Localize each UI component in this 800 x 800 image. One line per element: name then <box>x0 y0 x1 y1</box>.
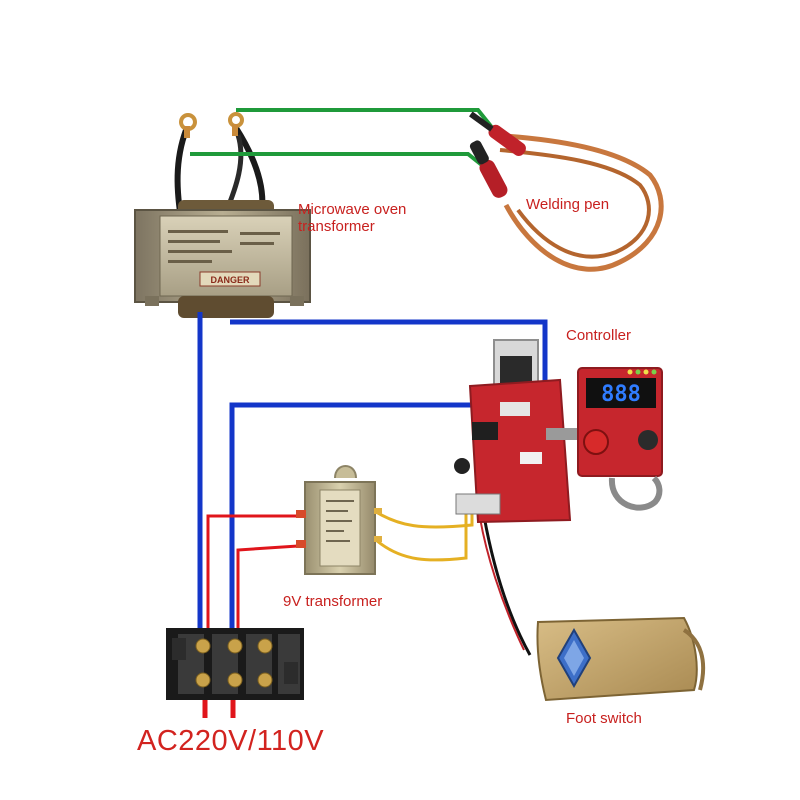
microwave-transformer-label: Microwave oven transformer <box>298 201 407 235</box>
welding-pen-label: Welding pen <box>526 196 610 213</box>
danger-plate: DANGER <box>210 275 250 285</box>
display-module-icon: 888 <box>577 367 663 511</box>
nine-v-transformer-label: 9V transformer <box>283 593 383 610</box>
nine-v-transformer-icon <box>296 465 382 575</box>
knob-icon <box>638 430 658 450</box>
display-digits: 888 <box>601 382 641 407</box>
start-button-icon <box>583 429 609 455</box>
microwave-transformer-icon: DANGER <box>134 112 311 318</box>
foot-switch-label: Foot switch <box>566 710 642 727</box>
welding-pen-icon <box>469 111 664 272</box>
controller-board-icon <box>454 339 580 524</box>
foot-switch-icon <box>536 616 706 702</box>
blue-wires <box>197 312 548 634</box>
terminal-block-icon <box>166 628 304 700</box>
foot-switch-wire-red <box>479 517 525 651</box>
foot-switch-wire <box>482 515 532 656</box>
ac-input-label: AC220V/110V <box>137 725 325 757</box>
yellow-wires <box>375 498 474 562</box>
controller-label: Controller <box>566 327 632 344</box>
